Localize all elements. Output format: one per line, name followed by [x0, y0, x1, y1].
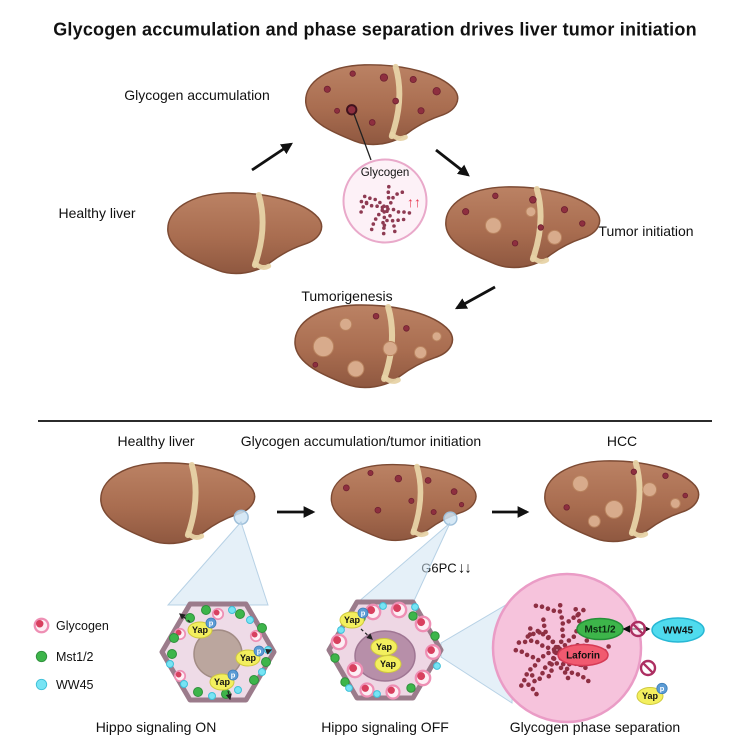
mst-dots: [330, 611, 440, 693]
legend-label: Glycogen: [56, 618, 109, 633]
svg-text:p: p: [660, 684, 665, 693]
inset-connector-line: [353, 113, 372, 161]
arrow-initiation-to-tumorigenesis: [454, 285, 496, 310]
yap-nuclear: Yap: [370, 638, 398, 656]
svg-text:Laforin: Laforin: [566, 651, 600, 662]
glycogen-granules: [330, 601, 441, 700]
arrow-accumulation-to-initiation: [435, 148, 470, 177]
legend-item-ww45: WW45: [33, 676, 94, 693]
mst-dots: [167, 605, 271, 699]
label-tumorigenesis: Tumorigenesis: [301, 288, 393, 304]
svg-text:p: p: [209, 619, 214, 628]
caption-hippo-off: Hippo signaling OFF: [321, 719, 449, 735]
stage-label-hcc: HCC: [606, 433, 638, 449]
svg-text:p: p: [361, 609, 366, 618]
mst-oval: Mst1/2: [576, 617, 624, 641]
g6pc-text: G6PC: [421, 560, 457, 576]
highlighted-glycogen-spot: [346, 104, 358, 116]
label-healthy-liver-top: Healthy liver: [58, 205, 136, 221]
lesion-spots: [563, 468, 688, 511]
up-arrows-icon: ↑↑: [407, 194, 421, 210]
liver-hcc: [537, 456, 705, 555]
lesion-spots: [342, 470, 465, 516]
yap-p-complex: Yap p: [235, 645, 265, 667]
glycogen-granules: [173, 607, 263, 683]
ww45-dots: [166, 606, 272, 700]
zoom-cone-healthy: [166, 521, 269, 606]
liver-tumorigenesis: [287, 300, 459, 401]
yap-nuclear: Yap: [374, 655, 402, 673]
svg-text:Yap: Yap: [240, 653, 257, 663]
zoom-origin-circle: [233, 509, 249, 525]
tumor-bumps: [484, 206, 563, 245]
figure-title: Glycogen accumulation and phase separati…: [53, 19, 697, 40]
svg-text:Yap: Yap: [376, 642, 393, 652]
lesion-spots: [312, 312, 410, 368]
caption-phase-separation: Glycogen phase separation: [509, 719, 681, 735]
ww45-dots: [337, 602, 441, 698]
liver-glycogen-accumulation: [298, 60, 464, 158]
legend-item-mst: Mst1/2: [33, 648, 94, 665]
svg-text:Yap: Yap: [642, 691, 659, 701]
lesion-spots: [323, 70, 441, 126]
section-divider: [38, 420, 712, 422]
laforin-oval: Laforin: [557, 643, 609, 667]
hepatocyte-hippo-off: Yap p Yap Yap: [326, 599, 444, 701]
yap-p-complex: Yap p: [209, 669, 239, 691]
caption-hippo-on: Hippo signaling ON: [95, 719, 217, 735]
liver-accumulation-bottom: [324, 460, 482, 553]
svg-text:Yap: Yap: [214, 677, 231, 687]
prohibition-icon: [629, 620, 647, 638]
liver-tumor-initiation: [438, 182, 606, 281]
yap-export-arrows: [179, 613, 273, 701]
glycogen-inset-label: Glycogen: [361, 167, 410, 179]
zoom-cone-granule: [440, 598, 517, 704]
arrow-healthy-to-accumulation: [251, 142, 293, 172]
nucleus: [193, 629, 243, 679]
droplet-membrane: [491, 572, 643, 724]
yap-p-complex: Yap p: [339, 607, 369, 629]
mst-dot-icon: [35, 650, 48, 663]
cell-membrane: [326, 599, 444, 701]
zoom-origin-circle: [443, 511, 458, 526]
tumor-bumps: [312, 317, 442, 378]
yap-p-complex: Yap p: [187, 617, 217, 639]
prohibition-icon: [639, 659, 657, 677]
svg-text:p: p: [231, 671, 236, 680]
g6pc-annotation: G6PC ↓↓: [421, 559, 472, 577]
tumor-bumps: [572, 475, 681, 528]
liver-healthy-bottom: [93, 458, 261, 557]
liver-healthy-top: [160, 188, 328, 287]
svg-text:WW45: WW45: [663, 626, 693, 637]
stage-label-healthy: Healthy liver: [117, 433, 195, 449]
label-glycogen-accumulation: Glycogen accumulation: [124, 87, 270, 103]
g6pc-down-arrows-icon: ↓↓: [457, 559, 472, 577]
cell-membrane: [159, 601, 277, 703]
legend-label: Mst1/2: [56, 649, 94, 664]
svg-text:p: p: [257, 647, 262, 656]
svg-text:Yap: Yap: [344, 615, 361, 625]
nucleus: [354, 630, 416, 682]
svg-text:Yap: Yap: [192, 625, 209, 635]
svg-text:Yap: Yap: [380, 659, 397, 669]
glycogen-inset: Glycogen ↑↑: [342, 158, 428, 244]
ww45-dot-icon: [35, 678, 48, 691]
hepatocyte-hippo-on: Yap p Yap p Yap p: [159, 601, 277, 703]
glycogen-dot-pattern: [513, 603, 611, 697]
yap-p-complex: Yap p: [636, 682, 668, 705]
label-tumor-initiation: Tumor initiation: [598, 223, 694, 239]
yap-import-arrow: [360, 628, 373, 640]
stage-label-accumulation: Glycogen accumulation/tumor initiation: [240, 433, 482, 449]
glycogen-icon: [33, 617, 50, 634]
glycogen-dot-pattern: [359, 184, 412, 236]
legend-item-glycogen: Glycogen: [33, 617, 109, 634]
svg-text:Mst1/2: Mst1/2: [584, 625, 616, 636]
legend-label: WW45: [56, 677, 94, 692]
glycogen-droplet: Mst1/2 Laforin: [491, 572, 643, 724]
lesion-spots: [462, 192, 586, 247]
ww45-oval: WW45: [651, 617, 705, 643]
